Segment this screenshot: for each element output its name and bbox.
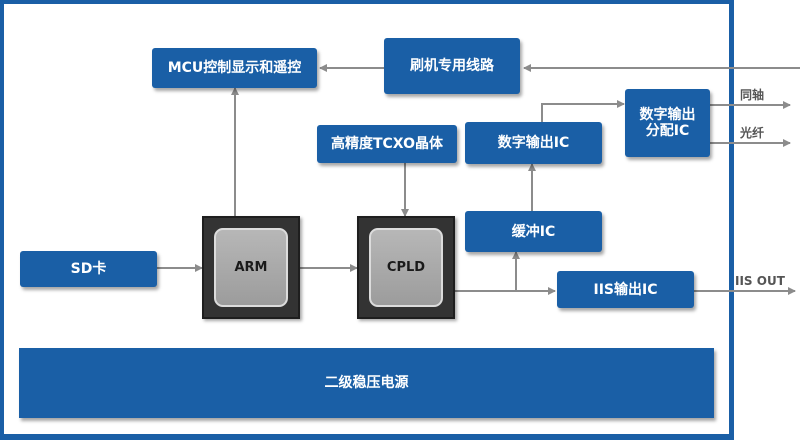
sd-card-block: SD卡 [20, 251, 157, 287]
output-margin [734, 0, 800, 440]
wire-digout-to-dist [541, 100, 625, 122]
digital-distribution-ic-block: 数字输出 分配IC [625, 89, 710, 157]
arm-chip: ARM [202, 216, 300, 319]
buffer-ic-block: 缓冲IC [465, 211, 602, 252]
cpld-chip-die: CPLD [369, 228, 443, 307]
iis-out-label: IIS OUT [735, 274, 785, 288]
power-supply-block: 二级稳压电源 [19, 348, 714, 418]
flash-circuit-block: 刷机专用线路 [384, 38, 520, 94]
cpld-chip: CPLD [357, 216, 455, 319]
digital-distribution-ic-label: 数字输出 分配IC [639, 107, 696, 139]
iis-output-ic-label: IIS输出IC [593, 281, 658, 298]
arm-chip-die: ARM [214, 228, 288, 307]
flash-circuit-label: 刷机专用线路 [410, 58, 494, 74]
tcxo-label: 高精度TCXO晶体 [330, 136, 444, 152]
iis-output-ic-block: IIS输出IC [557, 271, 694, 308]
digital-output-ic-label: 数字输出IC [497, 135, 570, 151]
power-supply-label: 二级稳压电源 [324, 375, 409, 391]
optical-output-label: 光纤 [740, 126, 765, 140]
coax-output-label: 同轴 [740, 88, 765, 102]
arm-label: ARM [234, 260, 268, 275]
buffer-ic-label: 缓冲IC [511, 223, 556, 240]
cpld-label: CPLD [386, 260, 426, 275]
sd-card-label: SD卡 [70, 261, 107, 277]
digital-output-ic-block: 数字输出IC [465, 122, 602, 164]
tcxo-block: 高精度TCXO晶体 [317, 125, 457, 163]
mcu-block: MCU控制显示和遥控 [152, 48, 317, 88]
mcu-label: MCU控制显示和遥控 [167, 60, 302, 76]
